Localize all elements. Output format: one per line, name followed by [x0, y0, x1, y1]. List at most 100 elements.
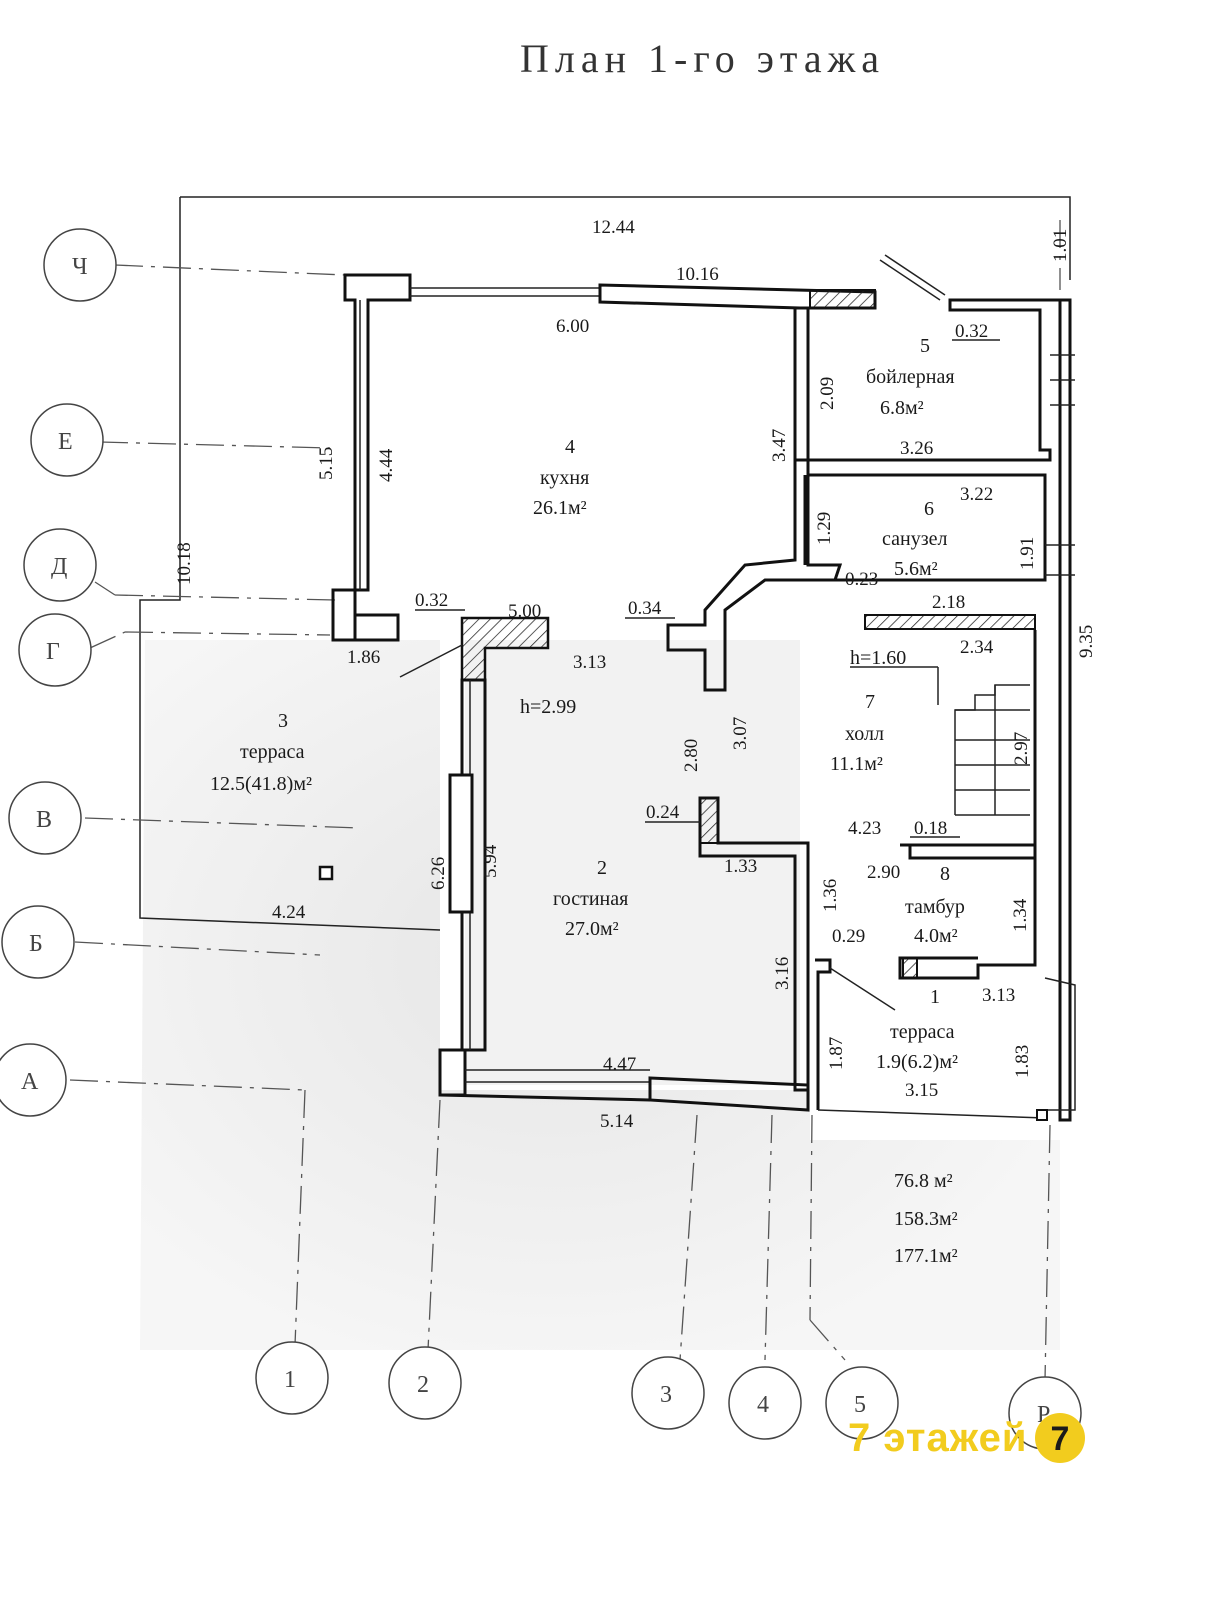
dimension-label: 4.47: [603, 1054, 636, 1075]
total-area: 177.1м²: [894, 1245, 958, 1267]
dimension-label: 3.16: [772, 957, 793, 990]
dimension-label: 1.34: [1010, 898, 1031, 932]
dimension-label: 5.15: [316, 447, 337, 480]
dimension-label: 3.47: [769, 429, 790, 462]
dimension-label: 2.97: [1011, 732, 1032, 765]
room-number: 2: [597, 857, 607, 879]
room-name: гостиная: [553, 888, 628, 910]
room-number: 6: [924, 498, 934, 520]
room-name: бойлерная: [866, 366, 955, 388]
walls: [318, 254, 1076, 1122]
dimension-label: 5.94: [480, 844, 501, 878]
dimension-label: 0.23: [845, 569, 878, 590]
axis-col-label: 4: [757, 1392, 769, 1418]
axis-col-label: 5: [854, 1392, 866, 1418]
logo-glyph: 7: [1051, 1420, 1070, 1458]
dimension-label: 0.32: [415, 590, 448, 611]
total-area: 76.8 м²: [894, 1170, 953, 1192]
room-area: 12.5(41.8)м²: [210, 773, 312, 795]
dimension-label: 6.26: [428, 857, 449, 890]
room-number: 4: [565, 436, 575, 458]
dimension-label: 1.29: [814, 512, 835, 545]
dimension-label: 3.13: [982, 985, 1015, 1006]
room-name: кухня: [540, 467, 589, 489]
dimension-label: 0.32: [955, 321, 988, 342]
room-number: 5: [920, 335, 930, 357]
axis-lines: [69, 220, 1061, 1381]
room-name: холл: [845, 723, 884, 745]
axis-col-label: 1: [284, 1367, 296, 1393]
room-name: тамбур: [905, 896, 965, 918]
axis-row-label: Ч: [72, 254, 88, 280]
dimension-label: 10.18: [174, 542, 195, 585]
dimension-label: 1.86: [347, 647, 380, 668]
total-area: 158.3м²: [894, 1208, 958, 1230]
stipple-shading: [140, 640, 1060, 1350]
dimension-label: 9.35: [1076, 625, 1097, 658]
dimension-label: 5.14: [600, 1111, 634, 1132]
room-name: санузел: [882, 528, 947, 550]
dimension-label: 4.44: [376, 448, 397, 482]
dimension-label: 3.22: [960, 484, 993, 505]
room-name: терраса: [240, 741, 305, 763]
room-area: 27.0м²: [565, 918, 619, 940]
area-totals: 76.8 м² 158.3м² 177.1м²: [894, 1170, 958, 1267]
room-height: h=1.60: [850, 647, 906, 669]
room-area: 1.9(6.2)м²: [876, 1051, 958, 1073]
axis-labels: Ч Е Д Г В Б А 1 2 3 4 5 Р: [21, 254, 1050, 1428]
dimension-label: 0.29: [832, 926, 865, 947]
room-area: 11.1м²: [830, 753, 883, 775]
dimension-label: 1.36: [820, 879, 841, 912]
axis-col-label: 3: [660, 1382, 672, 1408]
room-number: 3: [278, 710, 288, 732]
dimension-label: 3.26: [900, 438, 933, 459]
dimension-label: 0.24: [646, 802, 680, 823]
watermark-text: 7 этажей: [848, 1415, 1028, 1460]
room-name: терраса: [890, 1021, 955, 1043]
room-area: 26.1м²: [533, 497, 587, 519]
dimension-label: 3.13: [573, 652, 606, 673]
room-number: 7: [865, 691, 875, 713]
living-shading: [465, 640, 800, 1085]
axis-row-label: В: [36, 807, 52, 833]
dimension-label: 12.44: [592, 217, 635, 238]
dimension-label: 1.83: [1012, 1045, 1033, 1078]
dimension-label: 2.90: [867, 862, 900, 883]
axis-col-label: 2: [417, 1372, 429, 1398]
axis-row-label: Б: [29, 931, 43, 957]
dimension-label: 2.34: [960, 637, 994, 658]
dimension-label: 4.24: [272, 902, 306, 923]
dimension-label: 2.09: [817, 377, 838, 410]
dimension-label: 4.23: [848, 818, 881, 839]
axis-bubbles: [0, 228, 1082, 1450]
room-height: h=2.99: [520, 696, 576, 718]
plan-title: План 1-го этажа: [520, 36, 885, 81]
dimension-label: 0.34: [628, 598, 662, 619]
watermark: 7 этажей 7: [848, 1408, 1087, 1468]
dimension-label: 1.33: [724, 856, 757, 877]
room-labels: 1 терраса 1.9(6.2)м² 2 гостиная 27.0м² 3…: [210, 335, 965, 1073]
axis-row-label: А: [21, 1069, 39, 1095]
terrace-boundary: [139, 196, 1071, 931]
dimension-label: 1.87: [826, 1037, 847, 1070]
brand-logo-icon: 7: [1035, 1413, 1086, 1463]
dimension-label: 0.18: [914, 818, 947, 839]
dimension-label: 6.00: [556, 316, 589, 337]
axis-row-label: Д: [51, 554, 67, 580]
room-area: 6.8м²: [880, 397, 924, 419]
dimension-label: 2.18: [932, 592, 965, 613]
room-area: 5.6м²: [894, 558, 938, 580]
room-area: 4.0м²: [914, 925, 958, 947]
dimension-label: 1.01: [1050, 229, 1071, 262]
dimension-label: 5.00: [508, 601, 541, 622]
dimension-label: 3.15: [905, 1080, 938, 1101]
dimension-labels: 12.44 10.16 1.01 6.00 0.32 2.09 3.47 5.1…: [174, 217, 1097, 1132]
dimension-label: 1.91: [1017, 537, 1038, 570]
dimension-label: 3.07: [730, 717, 751, 750]
room-number: 1: [930, 986, 940, 1008]
dimension-label: 10.16: [676, 264, 719, 285]
axis-row-label: Г: [46, 639, 60, 665]
room-number: 8: [940, 863, 950, 885]
dimension-label: 2.80: [681, 739, 702, 772]
